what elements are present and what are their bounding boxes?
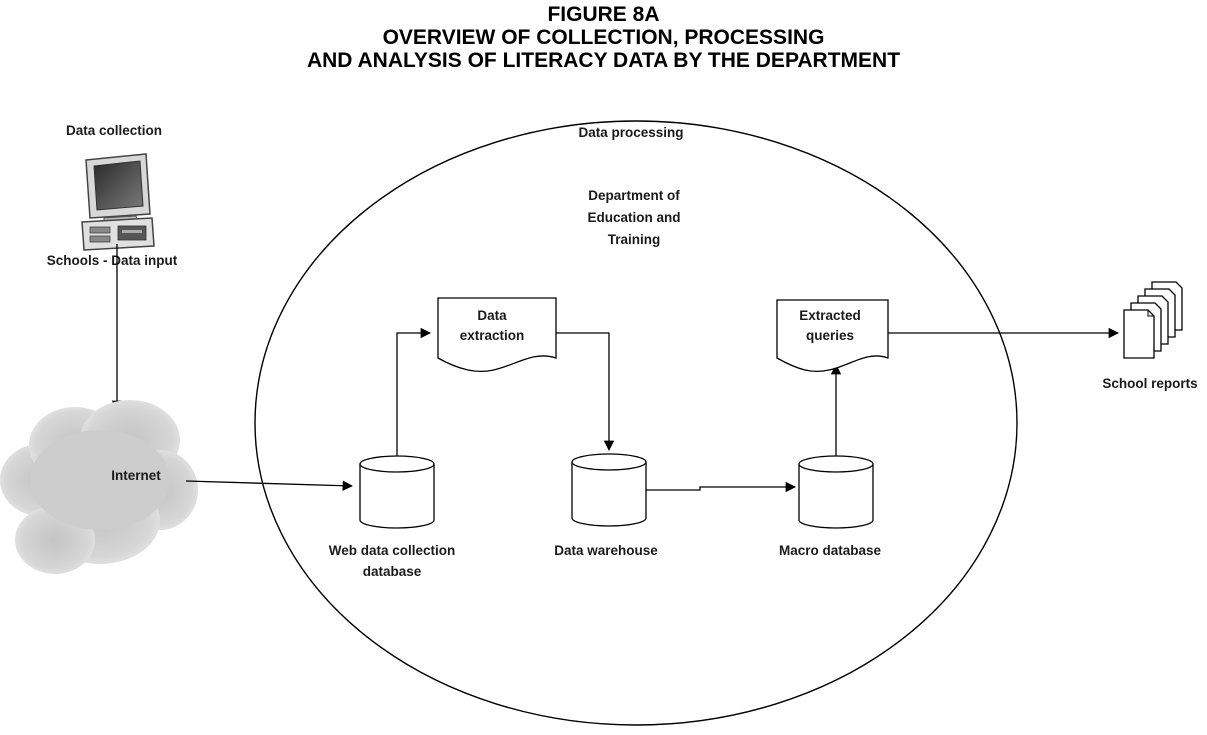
multiple-documents-icon [1123, 281, 1183, 359]
database-cylinder-icon [798, 455, 874, 529]
extraction-label-line-2: extraction [460, 328, 525, 343]
department-label-line-3: Training [608, 232, 661, 247]
web-db-label-line-1: Web data collection [329, 543, 456, 558]
school-reports-label: School reports [1102, 376, 1197, 391]
macro-db-label: Macro database [779, 543, 882, 558]
web-db-label-line-2: database [363, 564, 422, 579]
queries-label-line-2: queries [806, 328, 854, 343]
warehouse-label: Data warehouse [554, 543, 658, 558]
database-cylinder-icon [571, 453, 647, 527]
document-icon [776, 299, 889, 372]
figure-title-line-2: AND ANALYSIS OF LITERACY DATA BY THE DEP… [306, 49, 901, 72]
arrow-web-db-to-extraction [396, 327, 432, 456]
schools-data-input-label: Schools - Data input [47, 253, 178, 268]
queries-label-line-1: Extracted [799, 308, 861, 323]
document-icon [437, 297, 557, 372]
arrow-internet-to-web-db [185, 480, 354, 491]
internet-label: Internet [111, 468, 161, 483]
desktop-computer-icon [81, 153, 155, 251]
database-cylinder-icon [359, 455, 435, 529]
section-data-processing: Data processing [578, 125, 683, 140]
section-data-collection: Data collection [66, 123, 162, 138]
department-label-line-1: Department of [588, 188, 680, 203]
arrow-extraction-to-warehouse [556, 332, 615, 452]
extraction-label-line-1: Data [477, 308, 507, 323]
department-label-line-2: Education and [587, 210, 680, 225]
department-boundary [254, 120, 1018, 726]
figure-label: FIGURE 8A [547, 3, 660, 26]
arrow-warehouse-to-macro-db [646, 481, 797, 493]
figure-title-line-1: OVERVIEW OF COLLECTION, PROCESSING [382, 26, 825, 49]
cloud-icon [0, 400, 198, 574]
